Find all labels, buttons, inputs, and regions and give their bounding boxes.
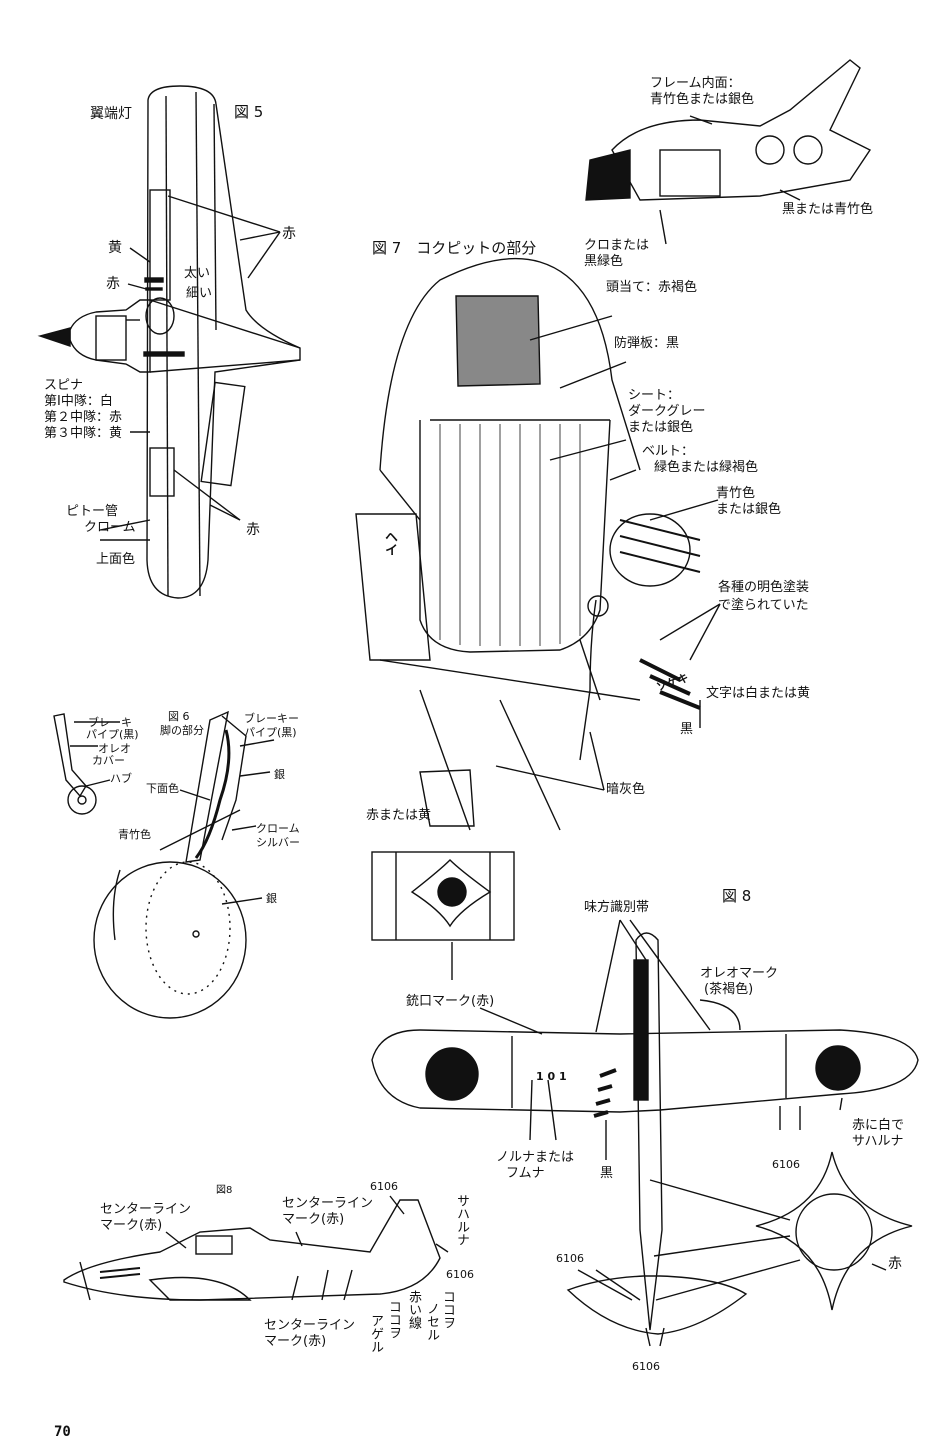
fig8b-saharuna: サハルナ: [454, 1194, 469, 1246]
fig7-side-sign: ヘイ: [382, 530, 397, 556]
fig6-title: 図 6: [168, 710, 190, 723]
fig7-title: 図 7 コクピットの部分: [372, 239, 537, 257]
fig8-hinomaru-inner: [795, 1193, 873, 1271]
fig6-chrome-2: シルバー: [256, 836, 300, 849]
fig8-number-wing: 6106: [772, 1158, 800, 1171]
fig8-red-white-1: 赤に白で: [852, 1118, 905, 1133]
fig5-squadron-1: 第Ⅰ中隊：白: [44, 394, 113, 409]
fig6-hub-label: ハブ: [110, 772, 132, 785]
fig7-seat-3: または銀色: [628, 420, 694, 435]
fig5-red-bottom-label: 赤: [246, 522, 260, 538]
fig7-black-label: 黒: [680, 722, 694, 737]
fig6-landing-gear: [53, 710, 275, 1019]
fig7-seat-2: ダークグレー: [628, 404, 706, 419]
fig8b-ageru: アゲル: [368, 1314, 383, 1353]
fig8b-kokoyo: ココヲ: [440, 1290, 455, 1329]
fig8b-red-line: 赤い線: [406, 1290, 421, 1329]
fig8-title: 図 8: [722, 887, 752, 905]
fig7-black-or-bamboo-label: 黒または青竹色: [782, 202, 874, 217]
fig7-bright-1: 各種の明色塗装: [718, 580, 810, 595]
fig6-oleo-1: オレオ: [98, 742, 131, 755]
fig8-red-white-2: サハルナ: [852, 1134, 904, 1149]
fig7-bright-2: で塗られていた: [718, 598, 809, 613]
fig7-darkgray-label: 暗灰色: [606, 782, 646, 797]
fig7-lever-2: または銀色: [716, 502, 782, 517]
fig5-red-top-label: 赤: [282, 226, 296, 242]
fig7-lever-1: 青竹色: [716, 486, 756, 501]
fig7-seat-1: シート：: [628, 388, 681, 403]
fig7-cockpit: [355, 59, 872, 831]
fig7-black-green-2: 黒緑色: [584, 254, 624, 269]
fig8-oleo-label-2: (茶褐色): [704, 982, 754, 997]
fig6-silver-label-2: 銀: [266, 892, 277, 905]
fig7-belt-2: 緑色または緑褐色: [654, 460, 759, 475]
fig8b-center-bottom-2: マーク(赤): [264, 1334, 327, 1349]
fig8-hinomaru-outline: [755, 1151, 913, 1311]
gun-mark-detail: [371, 851, 515, 980]
fig6-underside-label: 下面色: [146, 782, 179, 795]
fig8-plan: [371, 919, 919, 1347]
fig6-silver-label-1: 銀: [274, 768, 285, 781]
fig8b-title: 図8: [216, 1185, 233, 1196]
fig5-upper-color-label: 上面色: [96, 552, 136, 567]
fig8b-center-bottom-1: センターライン: [264, 1318, 356, 1333]
fig5-wing-plan: [37, 85, 301, 599]
fig5-thin-label: 細い: [186, 286, 213, 301]
fig5-pitot-label: ピトー管: [66, 504, 119, 519]
fig5-thick-label: 太い: [184, 266, 211, 281]
fig8-noruna-1: ノルナまたは: [496, 1150, 575, 1165]
fig7-red-or-yellow-label: 赤または黄: [366, 808, 432, 823]
fig8-black-label: 黒: [600, 1166, 614, 1181]
fig8-gun-mark-label: 銃口マーク(赤): [406, 994, 495, 1009]
fig8-id-band-label: 味方識別帯: [584, 900, 650, 915]
fig8b-center-top-1: センターライン: [282, 1196, 374, 1211]
fig7-belt-1: ベルト：: [642, 444, 695, 459]
fig5-yellow-label: 黄: [108, 240, 122, 256]
page-number: 70: [54, 1424, 71, 1440]
fig5-wingtip-light-label: 翼端灯: [90, 106, 132, 122]
fig6-subtitle: 脚の部分: [160, 724, 204, 737]
fig5-chrome-label: クローム: [84, 520, 136, 535]
fig8b-kokoyo-2: ココヲ: [386, 1300, 401, 1339]
fig8-wing-mark: 1 0 1: [536, 1070, 567, 1083]
fig6-bluebamboo-label: 青竹色: [118, 828, 151, 841]
fig8b-center-top-2: マーク(赤): [282, 1212, 345, 1227]
fig8b-number-right: 6106: [446, 1268, 474, 1281]
fig5-squadron-2: 第２中隊：赤: [44, 410, 123, 425]
fig8-red-label: 赤: [888, 1256, 902, 1272]
fig5-spinner-label: スピナ: [44, 378, 84, 393]
fig6-oleo-2: カバー: [92, 754, 125, 767]
fig7-headrest-label: 頭当て：赤褐色: [606, 280, 698, 295]
fig5-title: 図 5: [234, 103, 264, 121]
fig8-noruna-2: フムナ: [506, 1166, 545, 1181]
fig7-text-color-label: 文字は白または黄: [706, 686, 811, 701]
fig5-squadron-3: 第３中隊：黄: [44, 426, 123, 441]
fig8b-number-top: 6106: [370, 1180, 398, 1193]
fig7-black-green-1: クロまたは: [584, 238, 650, 253]
fig8b-noseru: ノセル: [424, 1302, 439, 1341]
fig7-armor-label: 防弾板：黒: [614, 336, 680, 351]
fig7-frame-label-2: 青竹色または銀色: [650, 92, 755, 107]
fig6-brake-pipe-left-1: ブレーキ: [88, 716, 132, 729]
fig8b-center-left-2: マーク(赤): [100, 1218, 163, 1233]
fig6-brake-pipe-left-2: パイプ(黒): [86, 728, 139, 741]
fig8-number-tail: 6106: [556, 1252, 584, 1265]
fig5-red-left-label: 赤: [106, 276, 120, 292]
fig6-brake-pipe-right-2: パイプ(黒): [244, 726, 297, 739]
fig8b-center-left-1: センターライン: [100, 1202, 192, 1217]
fig6-chrome-1: クローム: [256, 822, 300, 835]
fig7-frame-label-1: フレーム内面：: [650, 76, 741, 91]
fig8-oleo-label-1: オレオマーク: [700, 966, 779, 981]
fig8-side: [63, 1195, 449, 1301]
fig6-brake-pipe-right-1: ブレーキー: [244, 712, 299, 725]
fig8-number-bottom: 6106: [632, 1360, 660, 1373]
